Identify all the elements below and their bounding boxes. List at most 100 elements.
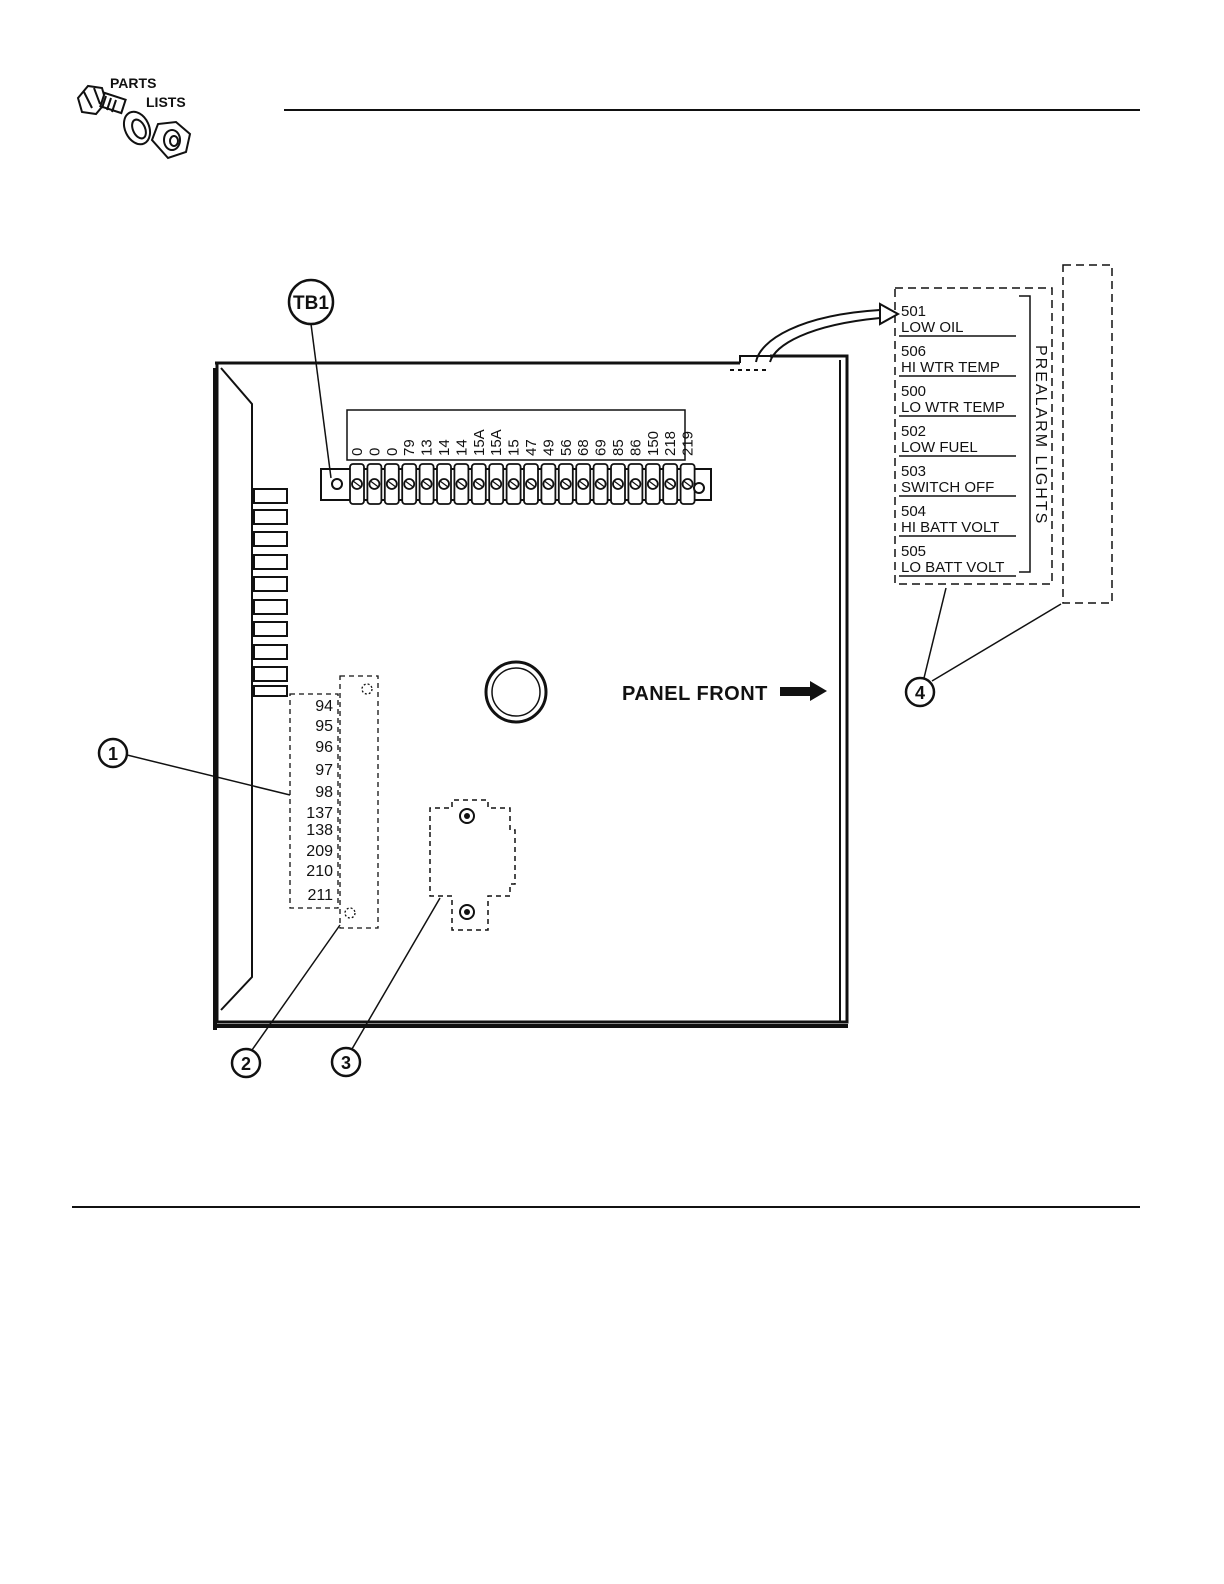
- strip-screw-top: [362, 684, 372, 694]
- edge-slot: [254, 489, 287, 503]
- prealarm-title: PREALARM LIGHTS: [1032, 345, 1049, 525]
- edge-slot: [254, 510, 287, 524]
- terminal-label: 13: [419, 439, 436, 456]
- prealarm-name: LOW FUEL: [901, 439, 978, 456]
- connection-arrow: [756, 304, 898, 362]
- strip-terminal-label: 95: [315, 718, 333, 735]
- terminal-screw: [628, 464, 642, 504]
- terminal-screw: [663, 464, 677, 504]
- relay-component: [430, 800, 515, 930]
- panel-front-indicator: PANEL FRONT: [622, 681, 827, 705]
- prealarm-light-item: 502LOW FUEL: [899, 423, 1016, 456]
- edge-slot: [254, 667, 287, 681]
- terminal-label: 47: [523, 439, 540, 456]
- callout-1-number: 1: [108, 744, 118, 764]
- parts-lists-logo: PARTS LISTS: [78, 75, 190, 158]
- center-hole: [486, 662, 546, 722]
- terminal-screw: [454, 464, 468, 504]
- logo-line1: PARTS: [110, 75, 156, 91]
- terminal-screw: [350, 464, 364, 504]
- callout-4: 4: [906, 588, 1061, 706]
- terminal-label: 49: [540, 439, 557, 456]
- terminal-label: 218: [662, 431, 679, 456]
- prealarm-code: 504: [901, 503, 926, 520]
- arrow-right-icon: [780, 681, 827, 701]
- terminal-screw: [559, 464, 573, 504]
- terminal-screw: [402, 464, 416, 504]
- tb1-callout: TB1: [289, 280, 333, 478]
- prealarm-code: 506: [901, 343, 926, 360]
- callout-3: 3: [332, 898, 440, 1076]
- strip-terminal-label: 98: [315, 784, 333, 801]
- prealarm-light-list: 501LOW OIL 506HI WTR TEMP 500LO WTR TEMP 50…: [899, 303, 1016, 576]
- strip-terminal-label: 211: [307, 887, 333, 904]
- terminal-label: 0: [384, 448, 401, 456]
- terminal-label: 68: [575, 439, 592, 456]
- tb1-label: TB1: [293, 293, 329, 314]
- terminal-screw: [524, 464, 538, 504]
- terminal-label: 150: [645, 431, 662, 456]
- terminal-screw: [367, 464, 381, 504]
- terminal-label: 86: [627, 439, 644, 456]
- strip-terminal-label: 94: [315, 698, 333, 715]
- terminal-label: 15: [506, 439, 523, 456]
- panel-front-label: PANEL FRONT: [622, 683, 768, 705]
- prealarm-name: LO WTR TEMP: [901, 399, 1005, 416]
- terminal-label: 69: [593, 439, 610, 456]
- edge-slot: [254, 555, 287, 569]
- callout-1: 1: [99, 739, 290, 795]
- terminal-screw: [646, 464, 660, 504]
- logo-line2: LISTS: [146, 94, 186, 110]
- terminal-screw: [576, 464, 590, 504]
- callout-3-number: 3: [341, 1053, 351, 1073]
- strip-terminal-label: 209: [306, 843, 333, 860]
- edge-slot: [254, 622, 287, 636]
- prealarm-name: SWITCH OFF: [901, 479, 994, 496]
- callout-4-number: 4: [915, 683, 925, 703]
- prealarm-name: LO BATT VOLT: [901, 559, 1004, 576]
- strip-terminal-label: 210: [306, 863, 333, 880]
- terminal-screw: [437, 464, 451, 504]
- prealarm-code: 503: [901, 463, 926, 480]
- terminal-label: 79: [401, 439, 418, 456]
- terminal-screw: [594, 464, 608, 504]
- terminal-label: 56: [558, 439, 575, 456]
- terminal-label: 85: [610, 439, 627, 456]
- strip-terminal-label: 97: [315, 762, 333, 779]
- strip-screw-bottom: [345, 908, 355, 918]
- callout-2-number: 2: [241, 1054, 251, 1074]
- edge-slot: [254, 645, 287, 659]
- callout-2: 2: [232, 925, 340, 1077]
- terminal-screw: [611, 464, 625, 504]
- left-strip-board: [340, 676, 378, 928]
- mounting-screw-left: [332, 479, 342, 489]
- edge-slots: [254, 489, 287, 696]
- edge-slot: [254, 532, 287, 546]
- prealarm-name: HI WTR TEMP: [901, 359, 1000, 376]
- terminal-label: 0: [349, 448, 366, 456]
- prealarm-code: 501: [901, 303, 926, 320]
- strip-terminal-label: 96: [315, 739, 333, 756]
- strip-terminal-label: 137: [306, 805, 333, 822]
- terminal-label: 15A: [471, 429, 488, 456]
- strip-terminal-label: 138: [306, 822, 333, 839]
- terminal-label: 219: [680, 431, 697, 456]
- washer-icon: [119, 108, 155, 149]
- terminal-label: 0: [366, 448, 383, 456]
- terminal-screw: [489, 464, 503, 504]
- terminal-label: 15A: [488, 429, 505, 456]
- edge-slot: [254, 577, 287, 591]
- terminal-screw: [472, 464, 486, 504]
- terminal-screw: [420, 464, 434, 504]
